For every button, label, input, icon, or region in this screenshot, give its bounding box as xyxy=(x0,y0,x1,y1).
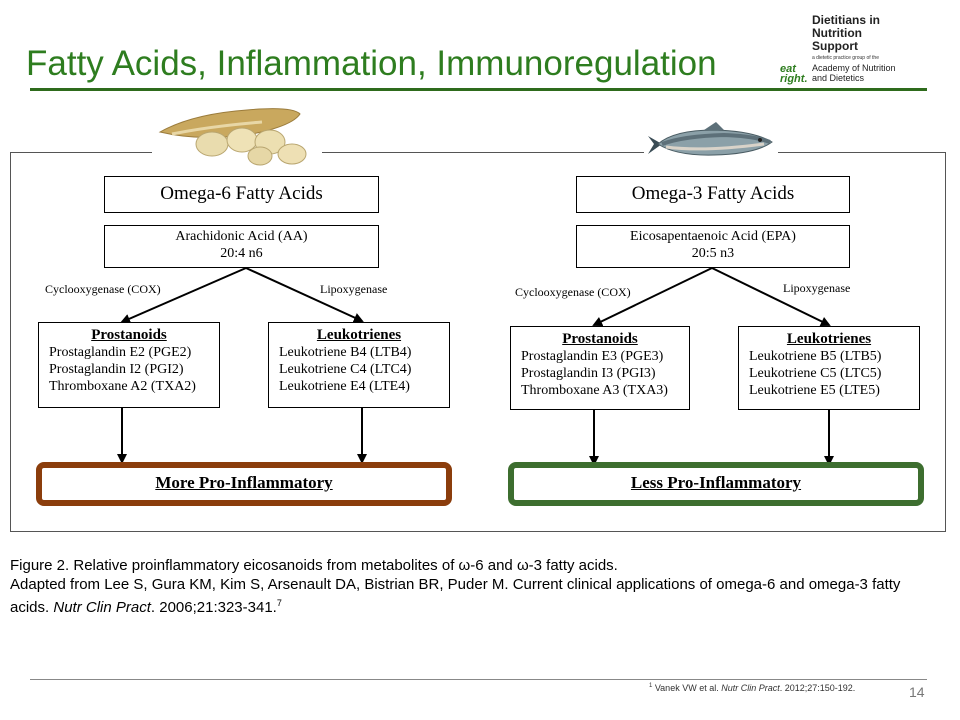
omega3-acid-notation: 20:5 n3 xyxy=(691,246,735,261)
omega6-prostanoids-box: Prostanoids Prostaglandin E2 (PGE2) Pros… xyxy=(38,322,220,408)
omega6-leukotrienes-box: Leukotrienes Leukotriene B4 (LTB4) Leuko… xyxy=(268,322,450,408)
arrow-omega6-cox xyxy=(120,267,247,324)
omega3-leukotriene-item: Leukotriene B5 (LTB5) xyxy=(749,349,882,364)
footnote-prefix: Vanek VW et al. xyxy=(652,683,722,693)
omega3-cox-label: Cyclooxygenase (COX) xyxy=(515,285,631,299)
title-underline xyxy=(30,88,927,91)
footer-rule xyxy=(30,679,927,680)
caption-ref: 7 xyxy=(276,598,282,608)
omega3-prostanoid-item: Prostaglandin E3 (PGE3) xyxy=(521,349,664,364)
omega6-cox-label: Cyclooxygenase (COX) xyxy=(45,282,161,296)
omega3-acid-name: Eicosapentaenoic Acid (EPA) xyxy=(630,229,796,244)
caption-journal: Nutr Clin Pract xyxy=(53,599,151,616)
omega6-prostanoid-item: Thromboxane A2 (TXA2) xyxy=(49,379,196,394)
logo-line-1: Dietitians in xyxy=(812,13,881,27)
omega6-acid-name: Arachidonic Acid (AA) xyxy=(175,229,308,244)
omega3-header-box: Omega-3 Fatty Acids xyxy=(576,176,850,213)
logo-tagline: a dietetic practice group of the xyxy=(812,55,879,61)
salmon-image xyxy=(644,122,778,164)
logo-eat: eat xyxy=(780,63,796,75)
logo-academy-1: Academy of Nutrition xyxy=(812,63,896,73)
omega6-acid-box: Arachidonic Acid (AA) 20:4 n6 xyxy=(104,225,379,268)
omega6-prostanoids-heading: Prostanoids xyxy=(91,327,167,343)
omega3-leukotriene-item: Leukotriene E5 (LTE5) xyxy=(749,383,880,398)
omega6-acid-notation: 20:4 n6 xyxy=(220,246,263,261)
omega6-leukotriene-item: Leukotriene B4 (LTB4) xyxy=(279,345,412,360)
omega6-prostanoid-item: Prostaglandin E2 (PGE2) xyxy=(49,345,192,360)
omega3-leukotriene-item: Leukotriene C5 (LTC5) xyxy=(749,366,882,381)
omega3-lipoxygenase-label: Lipoxygenase xyxy=(783,281,851,295)
omega6-lipoxygenase-label: Lipoxygenase xyxy=(320,282,388,296)
caption-citation: Adapted from Lee S, Gura KM, Kim S, Arse… xyxy=(10,576,901,616)
arrow-omega6-lipo xyxy=(245,267,364,323)
logo-academy-2: and Dietetics xyxy=(812,73,865,83)
omega3-acid-box: Eicosapentaenoic Acid (EPA) 20:5 n3 xyxy=(576,225,850,268)
less-pro-inflammatory-box: Less Pro-Inflammatory xyxy=(508,462,924,506)
logo-right: right. xyxy=(780,73,808,85)
figure-caption: Figure 2. Relative proinflammatory eicos… xyxy=(10,556,940,617)
logo-line-2: Nutrition xyxy=(812,26,862,40)
footnote-suffix: . 2012;27:150-192. xyxy=(779,683,856,693)
footnote-sup: 1 xyxy=(649,683,653,689)
caption-citation-end: . 2006;21:323-341. xyxy=(150,599,277,616)
caption-line-1: Figure 2. Relative proinflammatory eicos… xyxy=(10,557,618,574)
arrow-omega3-lipo xyxy=(711,267,831,326)
page-number: 14 xyxy=(909,684,925,700)
soybean-image xyxy=(152,108,322,166)
omega6-prostanoid-item: Prostaglandin I2 (PGI2) xyxy=(49,362,184,377)
dns-logo: Dietitians in Nutrition Support a dietet… xyxy=(778,8,918,86)
omega6-leukotrienes-heading: Leukotrienes xyxy=(316,327,402,343)
omega6-leukotriene-item: Leukotriene C4 (LTC4) xyxy=(279,362,412,377)
omega3-prostanoid-item: Prostaglandin I3 (PGI3) xyxy=(521,366,656,381)
omega6-header-box: Omega-6 Fatty Acids xyxy=(104,176,379,213)
omega3-prostanoid-item: Thromboxane A3 (TXA3) xyxy=(521,383,668,398)
arrow-omega3-cox xyxy=(592,267,713,327)
omega3-prostanoids-heading: Prostanoids xyxy=(562,331,638,347)
omega3-prostanoids-box: Prostanoids Prostaglandin E3 (PGE3) Pros… xyxy=(510,326,690,410)
omega3-leukotrienes-heading: Leukotrienes xyxy=(786,331,872,347)
diagram-frame xyxy=(10,152,946,532)
omega3-leukotrienes-box: Leukotrienes Leukotriene B5 (LTB5) Leuko… xyxy=(738,326,920,410)
omega6-leukotriene-item: Leukotriene E4 (LTE4) xyxy=(279,379,410,394)
caption-line-2: Adapted from Lee S, Gura KM, Kim S, Arse… xyxy=(10,575,940,617)
footnote-journal: Nutr Clin Pract xyxy=(721,683,780,693)
footnote: 1 Vanek VW et al. Nutr Clin Pract. 2012;… xyxy=(649,683,855,693)
logo-line-3: Support xyxy=(812,39,858,53)
more-pro-inflammatory-box: More Pro-Inflammatory xyxy=(36,462,452,506)
slide-title: Fatty Acids, Inflammation, Immunoregulat… xyxy=(26,44,717,83)
